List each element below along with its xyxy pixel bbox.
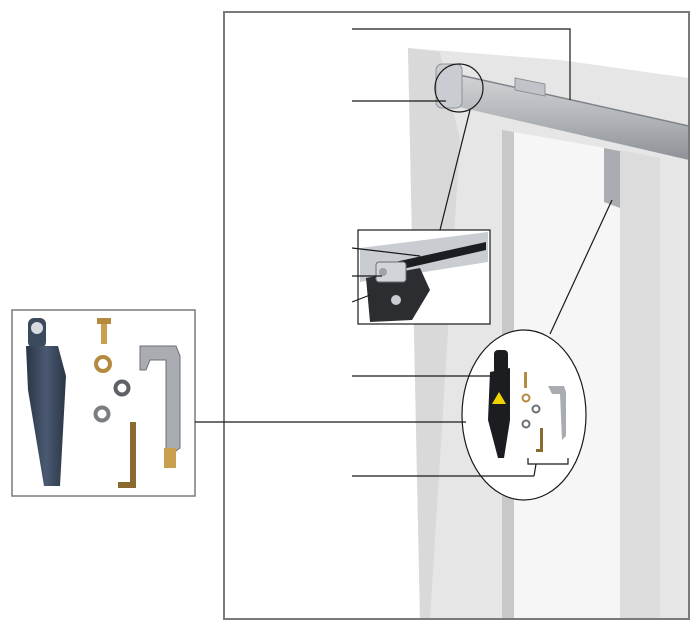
main-frame — [223, 11, 690, 620]
detail-screw-1 — [379, 268, 387, 276]
detail-inset — [357, 229, 491, 325]
kit-bolt-head — [97, 318, 111, 324]
leader-magnifier-to-detail — [439, 109, 471, 231]
fasteners-bracket — [527, 458, 569, 465]
leader-rail — [352, 28, 571, 100]
kit-washer-brass — [94, 355, 112, 373]
handle-oval-detail — [461, 329, 587, 501]
leader-detail-a — [351, 247, 421, 257]
fasteners-bracket-stem — [533, 463, 537, 477]
oval-bracket — [548, 386, 566, 440]
hardware-kit-panel — [11, 309, 196, 497]
oval-handle-body — [488, 368, 510, 458]
oval-washer-3 — [521, 419, 531, 429]
rail-mount-clip — [514, 77, 546, 97]
door-hanger-bracket — [604, 148, 620, 208]
oval-washer-2 — [531, 404, 541, 414]
kit-handle-body — [26, 346, 66, 486]
leader-lines — [195, 28, 613, 477]
kit-l-pin — [118, 422, 136, 488]
leader-detail-c — [351, 294, 371, 303]
kit-roller-wheel — [29, 320, 45, 336]
kit-bolt-shaft — [101, 324, 107, 344]
detail-block — [375, 261, 407, 283]
door-panel-right-edge — [620, 150, 660, 619]
warning-triangle-icon — [492, 392, 506, 404]
leader-bracket-to-oval — [549, 199, 613, 335]
kit-washer-gray-1 — [113, 379, 131, 397]
detail-rail-slot — [395, 242, 486, 270]
kit-bracket-screw — [164, 448, 176, 468]
oval-washer-1 — [521, 393, 531, 403]
detail-screw-2 — [391, 295, 401, 305]
kit-washer-gray-2 — [93, 405, 111, 423]
rail-top-edge — [445, 71, 689, 127]
oval-handle-roller — [494, 350, 508, 374]
magnifier-circle — [434, 63, 484, 113]
rail — [446, 72, 689, 160]
end-roller — [435, 63, 463, 109]
oval-bolt — [524, 372, 527, 388]
oval-l-pin — [536, 428, 543, 452]
